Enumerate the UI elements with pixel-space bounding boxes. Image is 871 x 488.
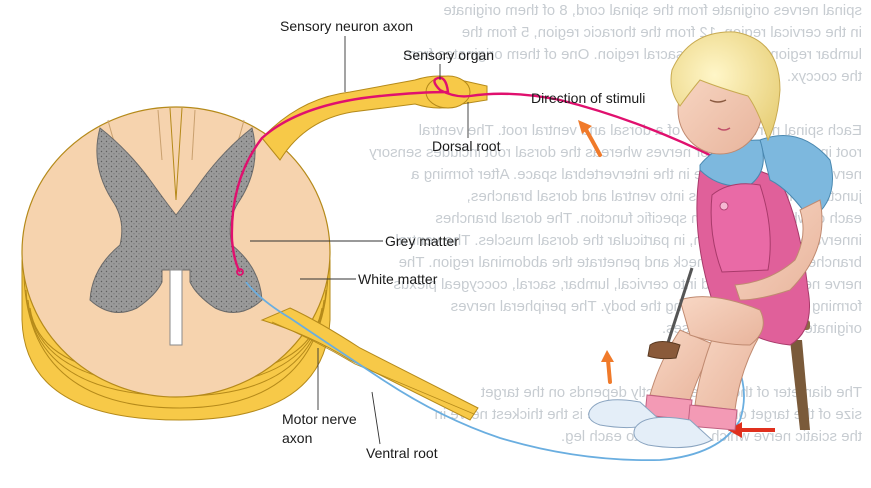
child-illustration	[588, 31, 833, 449]
central-canal	[169, 269, 183, 346]
sensory-pathway	[230, 76, 721, 273]
sensory-neuron-axon-label: Sensory neuron axon	[280, 18, 414, 34]
spinal-cord-segment	[21, 106, 331, 421]
sensory-organ-label: Sensory organ	[403, 47, 495, 63]
grey-matter-label: Grey matter	[385, 233, 459, 249]
dorsal-root-label: Dorsal root	[432, 138, 501, 154]
motor-nerve-axon-label-line1: Motor nerve	[282, 411, 357, 427]
grey-matter	[89, 127, 263, 313]
ventral-root-label: Ventral root	[366, 445, 438, 461]
motor-nerve-axon-label-line2: axon	[282, 430, 313, 446]
direction-of-stimuli-label: Direction of stimuli	[531, 90, 646, 106]
kick-arrow-icon	[606, 358, 612, 384]
direction-arrow-icon	[583, 126, 602, 157]
white-matter-label: White matter	[358, 271, 438, 287]
